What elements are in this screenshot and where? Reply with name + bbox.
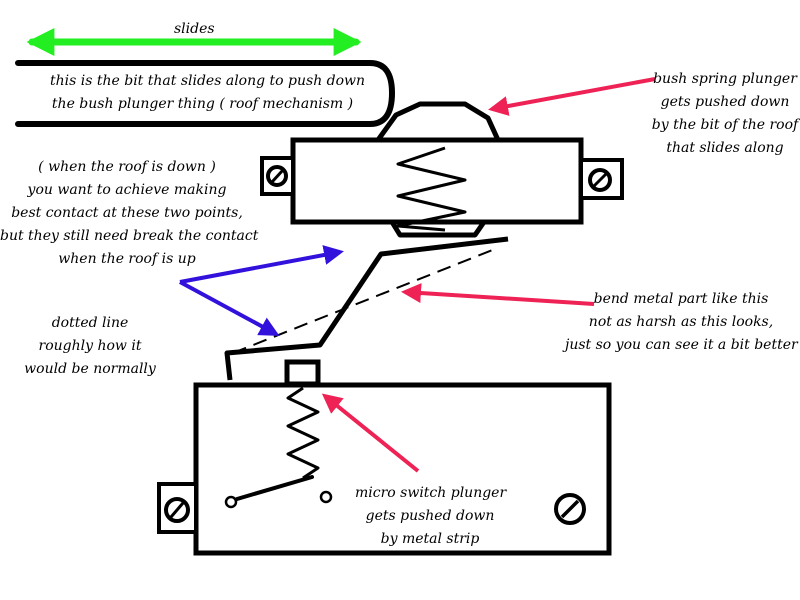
text-line: best contact at these two points,: [11, 205, 243, 221]
screw-icon: [164, 497, 190, 523]
text-line: bend metal part like this: [593, 291, 769, 307]
arrow-icon: [401, 283, 595, 306]
contact-point: [224, 495, 238, 509]
text-line: gets pushed down: [660, 94, 790, 110]
text-line: by the bit of the roof: [651, 117, 799, 133]
sliding-bar: [15, 60, 396, 127]
arrow-icon: [488, 77, 656, 116]
slider-description: this is the bit that slides along to pus…: [50, 70, 366, 116]
arrow-icon: [179, 245, 344, 284]
metal-strip: [224, 236, 509, 381]
slides-label: slides: [174, 21, 215, 37]
text-line: this is the bit that slides along to pus…: [50, 73, 366, 89]
arrow-icon: [321, 393, 420, 473]
text-line: but they still need break the contact: [0, 228, 259, 244]
text-line: dotted line: [51, 315, 129, 331]
text-line: just so you can see it a bit better: [565, 337, 798, 353]
micro-switch-label: micro switch plunger gets pushed down by…: [355, 482, 507, 551]
text-line: when the roof is up: [58, 251, 196, 267]
spring-icon: [286, 386, 320, 480]
text-line: roughly how it: [38, 338, 142, 354]
text-line: micro switch plunger: [355, 485, 507, 501]
text-line: that slides along: [666, 140, 784, 156]
switch-contact-lever: [235, 475, 314, 501]
text-line: you want to achieve making: [27, 182, 227, 198]
micro-switch-button: [284, 359, 321, 387]
bush-housing: [290, 137, 584, 225]
screw-icon: [554, 493, 586, 525]
micro-switch-body: [193, 382, 612, 556]
screw-icon: [266, 165, 288, 187]
bend-metal-label: bend metal part like this not as harsh a…: [565, 288, 798, 357]
text-line: gets pushed down: [365, 508, 495, 524]
screw-icon: [588, 168, 612, 192]
bush-spring-label: bush spring plunger gets pushed down by …: [650, 68, 800, 160]
text-line: by metal strip: [380, 531, 480, 547]
bush-plunger-bottom: [389, 220, 487, 238]
contact-point: [319, 490, 333, 504]
text-line: would be normally: [24, 361, 156, 377]
bush-plunger-dome: [375, 101, 501, 142]
spring-icon: [396, 146, 467, 232]
text-line: the bush plunger thing ( roof mechanism …: [51, 96, 354, 112]
arrow-icon: [179, 280, 280, 336]
text-line: ( when the roof is down ): [38, 159, 216, 175]
dotted-line-label: dotted line roughly how it would be norm…: [10, 312, 170, 381]
text-line: not as harsh as this looks,: [588, 314, 774, 330]
contact-points-label: ( when the roof is down ) you want to ac…: [0, 156, 259, 271]
text-line: bush spring plunger: [653, 71, 797, 87]
